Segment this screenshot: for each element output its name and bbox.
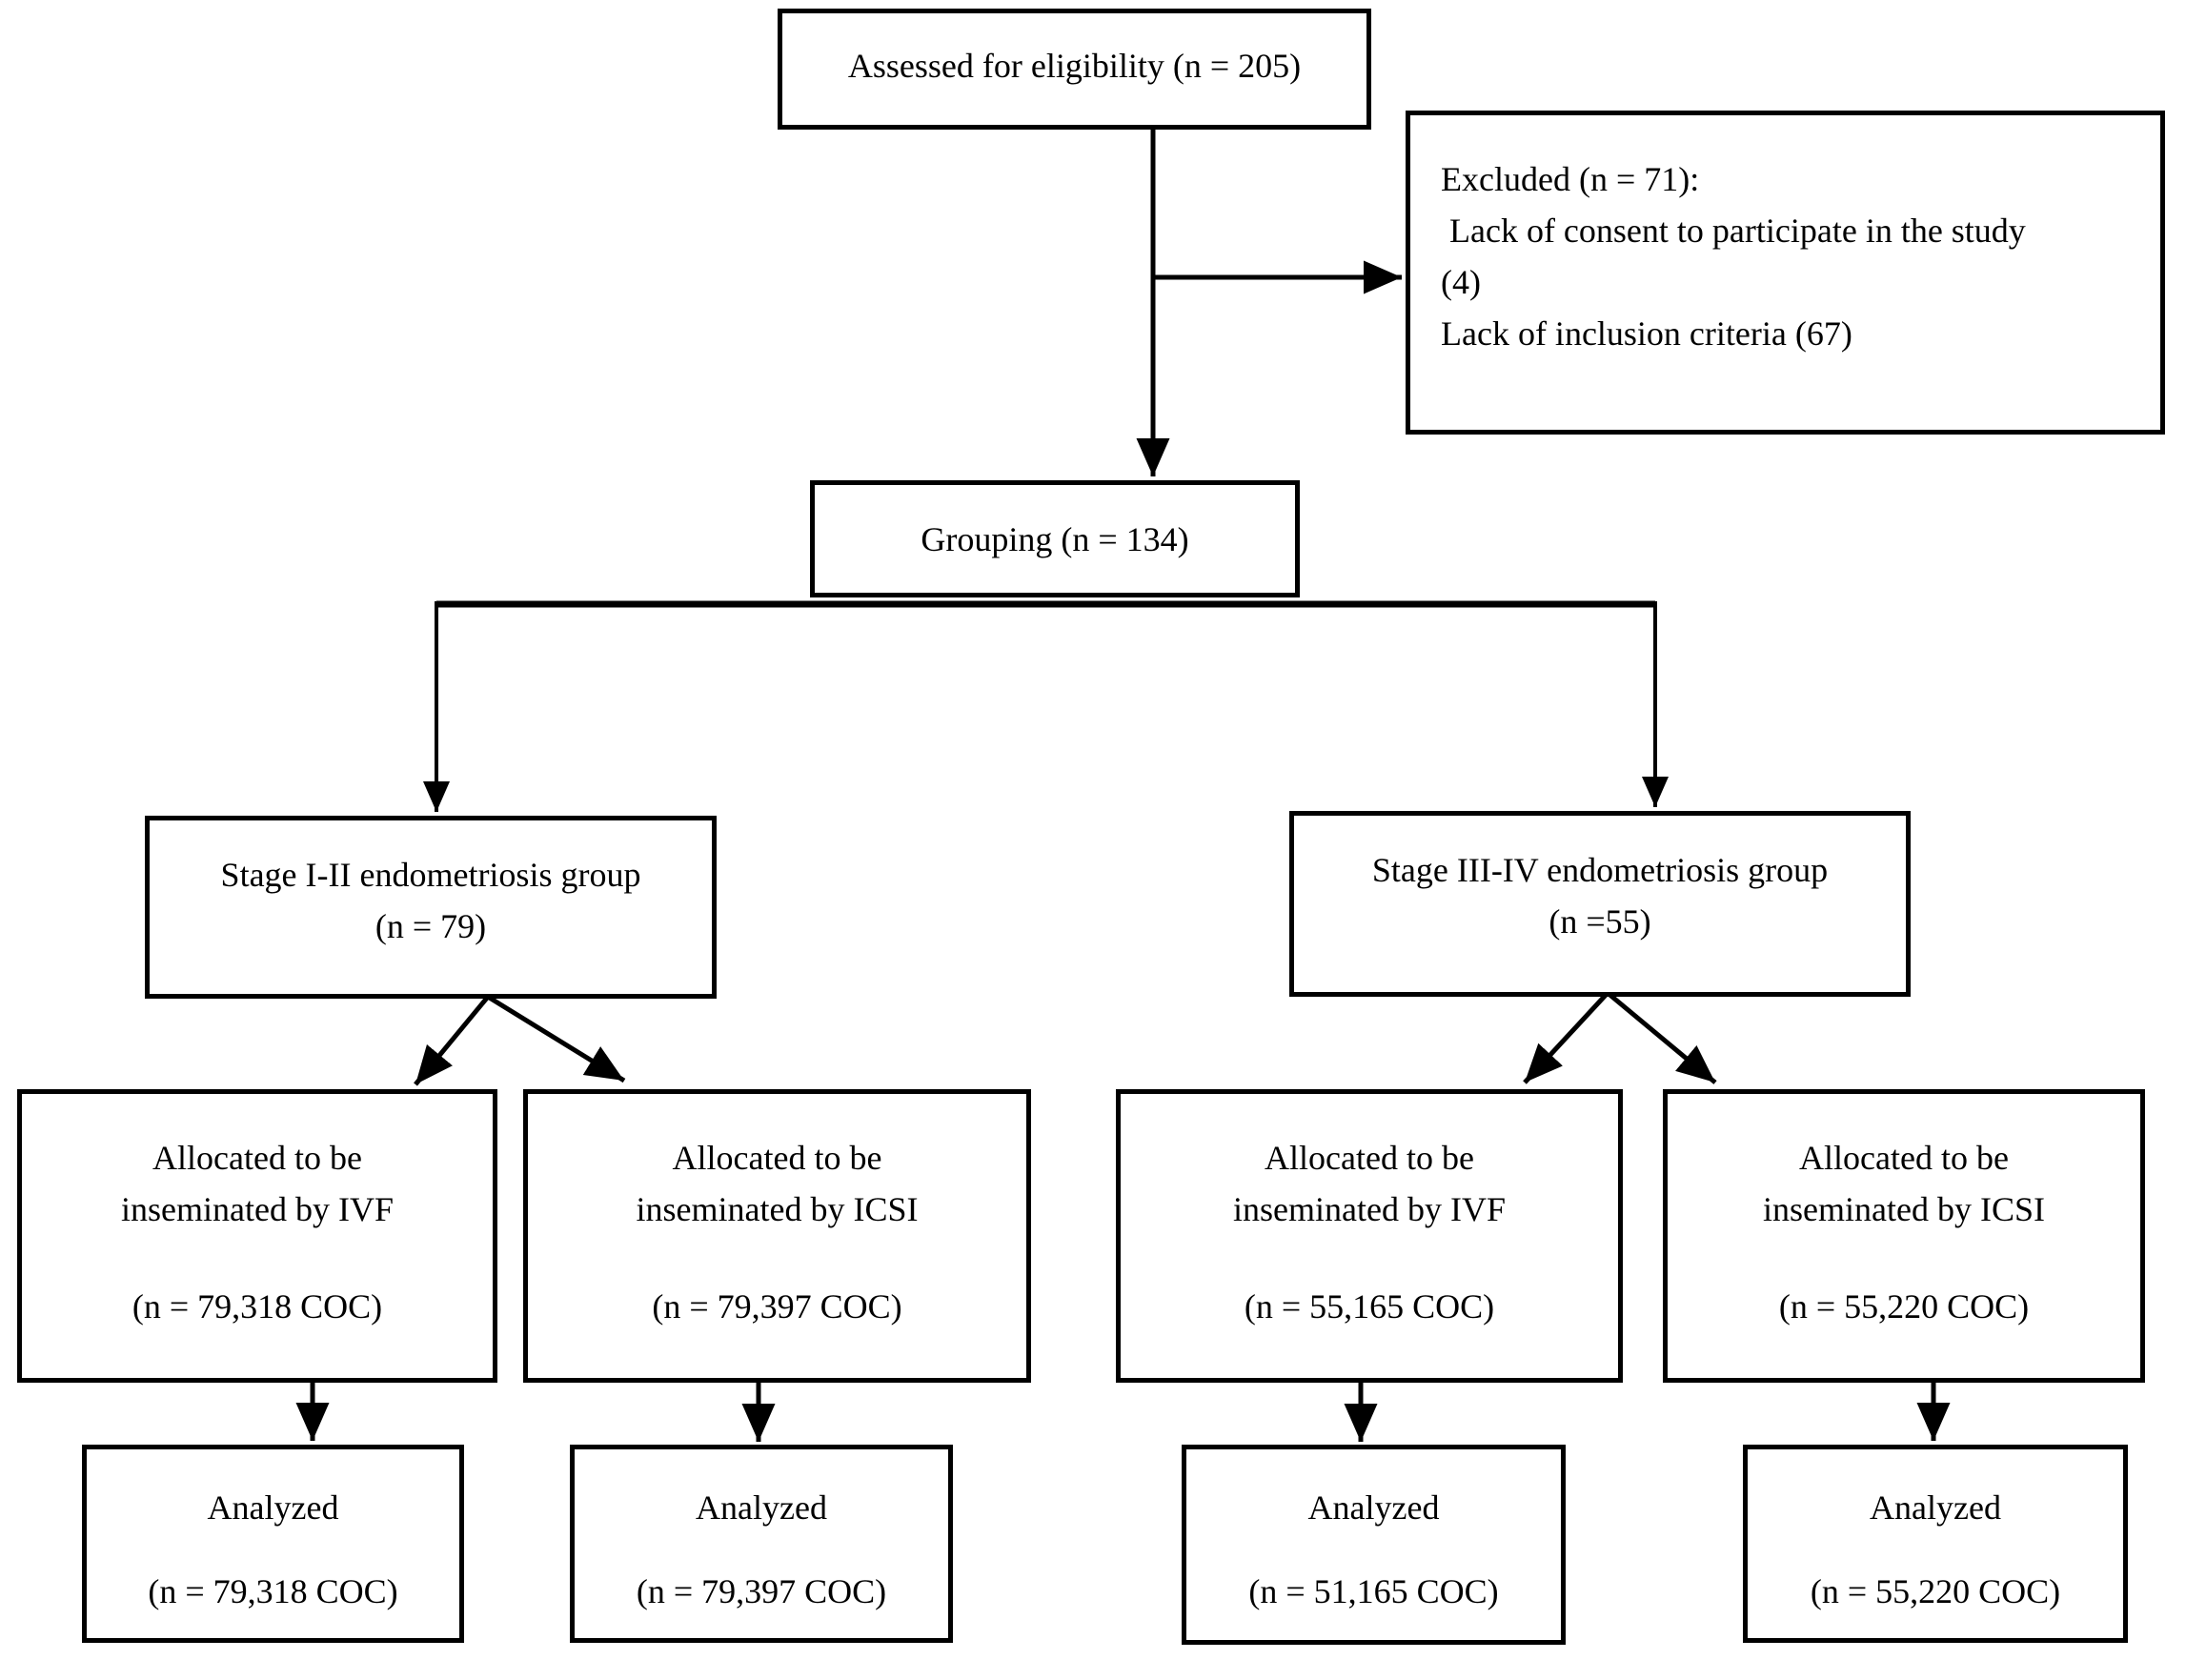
grouping-label: Grouping (n = 134) bbox=[921, 519, 1189, 558]
analyzed-ivf-stage12-n: (n = 79,318 COC) bbox=[148, 1572, 398, 1610]
allocated-icsi-stage34-n: (n = 55,220 COC) bbox=[1778, 1287, 2030, 1326]
excluded-box: Excluded (n = 71): Lack of consent to pa… bbox=[1406, 111, 2165, 435]
allocated-icsi-stage34-line2: inseminated by ICSI bbox=[1763, 1190, 2045, 1228]
arrow-stage34-to-ivf bbox=[1523, 991, 1609, 1084]
allocated-ivf-stage12-line1: Allocated to be bbox=[152, 1139, 362, 1177]
grouping-box: Grouping (n = 134) bbox=[810, 480, 1300, 597]
analyzed-ivf-stage34-title: Analyzed bbox=[1307, 1488, 1440, 1527]
allocated-ivf-stage34-box: Allocated to be inseminated by IVF (n = … bbox=[1116, 1089, 1623, 1383]
stage-3-4-title: Stage III-IV endometriosis group bbox=[1371, 851, 1829, 889]
stage-3-4-n: (n =55) bbox=[1548, 902, 1651, 941]
allocated-icsi-stage12-box: Allocated to be inseminated by ICSI (n =… bbox=[523, 1089, 1031, 1383]
stage-1-2-n: (n = 79) bbox=[374, 907, 487, 945]
arrow-stage12-to-icsi bbox=[486, 994, 626, 1083]
analyzed-icsi-stage12-n: (n = 79,397 COC) bbox=[636, 1572, 887, 1610]
analyzed-ivf-stage12-box: Analyzed (n = 79,318 COC) bbox=[82, 1445, 464, 1643]
allocated-ivf-stage12-box: Allocated to be inseminated by IVF (n = … bbox=[17, 1089, 497, 1383]
analyzed-icsi-stage12-box: Analyzed (n = 79,397 COC) bbox=[570, 1445, 953, 1643]
analyzed-icsi-stage34-title: Analyzed bbox=[1870, 1488, 2001, 1527]
analyzed-icsi-stage34-box: Analyzed (n = 55,220 COC) bbox=[1743, 1445, 2128, 1643]
allocated-ivf-stage34-line2: inseminated by IVF bbox=[1233, 1190, 1506, 1228]
assessed-label: Assessed for eligibility (n = 205) bbox=[847, 47, 1302, 85]
assessed-box: Assessed for eligibility (n = 205) bbox=[778, 9, 1371, 130]
allocated-ivf-stage12-line2: inseminated by IVF bbox=[121, 1190, 394, 1228]
excluded-title: Excluded (n = 71): bbox=[1441, 160, 1700, 198]
stage-1-2-title: Stage I-II endometriosis group bbox=[220, 856, 641, 894]
arrow-stage12-to-ivf bbox=[414, 995, 490, 1086]
stage-1-2-box: Stage I-II endometriosis group (n = 79) bbox=[145, 816, 717, 999]
allocated-ivf-stage34-n: (n = 55,165 COC) bbox=[1244, 1287, 1495, 1326]
excluded-reason-consent: Lack of consent to participate in the st… bbox=[1441, 212, 2026, 250]
analyzed-ivf-stage34-box: Analyzed (n = 51,165 COC) bbox=[1182, 1445, 1566, 1645]
excluded-reason-criteria: Lack of inclusion criteria (67) bbox=[1441, 314, 1852, 353]
analyzed-ivf-stage12-title: Analyzed bbox=[207, 1488, 339, 1527]
analyzed-icsi-stage12-title: Analyzed bbox=[696, 1488, 827, 1527]
allocated-icsi-stage12-line2: inseminated by ICSI bbox=[636, 1190, 919, 1228]
stage-3-4-box: Stage III-IV endometriosis group (n =55) bbox=[1289, 811, 1911, 997]
excluded-reason-consent-count: (4) bbox=[1441, 263, 1481, 301]
allocated-icsi-stage34-line1: Allocated to be bbox=[1799, 1139, 2009, 1177]
allocated-icsi-stage12-line1: Allocated to be bbox=[672, 1139, 882, 1177]
analyzed-icsi-stage34-n: (n = 55,220 COC) bbox=[1810, 1572, 2061, 1610]
allocated-icsi-stage12-n: (n = 79,397 COC) bbox=[652, 1287, 902, 1326]
allocated-ivf-stage12-n: (n = 79,318 COC) bbox=[132, 1287, 383, 1326]
arrow-stage34-to-icsi bbox=[1606, 991, 1717, 1084]
analyzed-ivf-stage34-n: (n = 51,165 COC) bbox=[1248, 1572, 1499, 1610]
allocated-ivf-stage34-line1: Allocated to be bbox=[1265, 1139, 1474, 1177]
allocated-icsi-stage34-box: Allocated to be inseminated by ICSI (n =… bbox=[1663, 1089, 2145, 1383]
